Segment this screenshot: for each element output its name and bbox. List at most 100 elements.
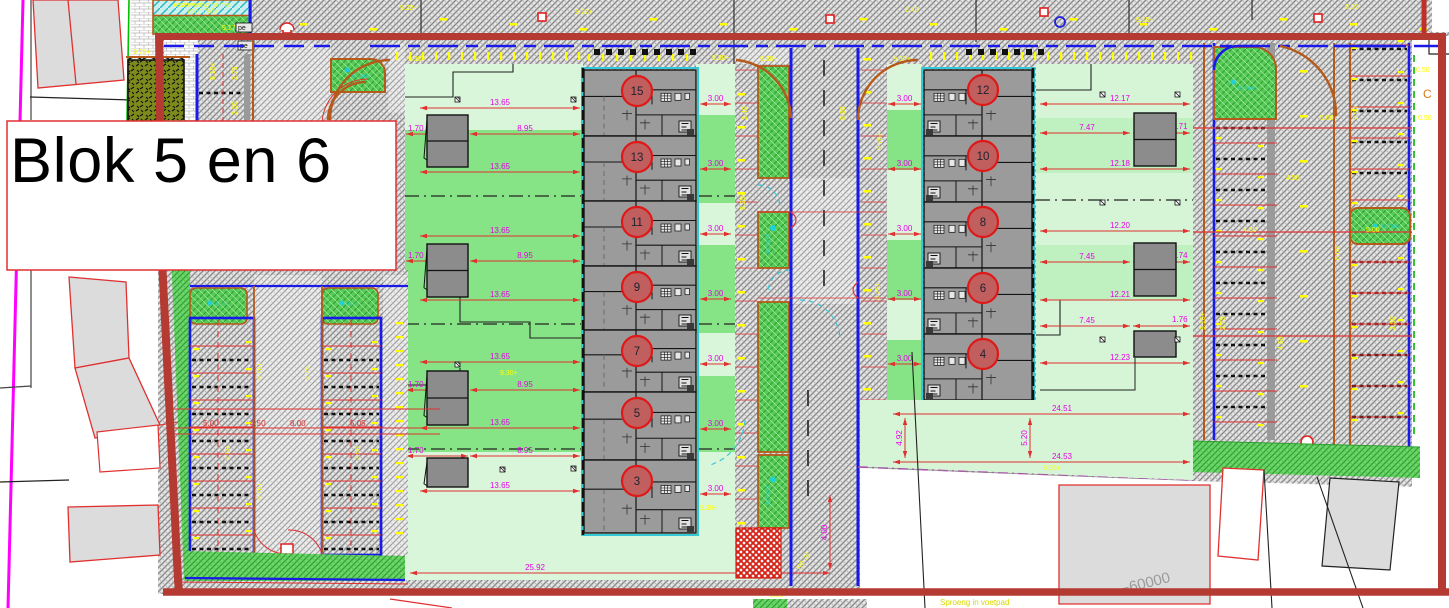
svg-text:2.50: 2.50	[232, 101, 239, 115]
svg-text:12.18: 12.18	[1110, 159, 1131, 168]
svg-text:7: 7	[634, 346, 640, 358]
svg-text:2.75: 2.75	[1220, 316, 1227, 330]
svg-text:9.35+: 9.35+	[1043, 465, 1061, 472]
svg-text:7.45: 7.45	[1079, 252, 1095, 261]
svg-text:9.25+: 9.25+	[875, 282, 882, 300]
svg-text:9.16+: 9.16+	[257, 482, 264, 500]
svg-text:13: 13	[631, 152, 644, 164]
svg-text:2.50: 2.50	[1390, 316, 1397, 330]
svg-text:4: 4	[980, 349, 987, 361]
svg-text:9.25+: 9.25+	[740, 192, 747, 210]
svg-text:3.00: 3.00	[897, 354, 913, 363]
svg-text:5.20: 5.20	[1020, 430, 1029, 446]
svg-text:1.70: 1.70	[408, 446, 424, 455]
svg-text:24.51: 24.51	[1052, 404, 1073, 413]
svg-text:3.00: 3.00	[708, 354, 724, 363]
svg-text:12.21: 12.21	[1110, 290, 1131, 299]
svg-text:9.16+: 9.16+	[210, 62, 217, 80]
svg-text:3.00: 3.00	[897, 159, 913, 168]
svg-text:Accent: Accent	[765, 234, 772, 254]
svg-text:2.50: 2.50	[225, 446, 232, 460]
svg-text:1.70: 1.70	[408, 251, 424, 260]
svg-text:13.65: 13.65	[490, 226, 511, 235]
svg-text:3.00: 3.00	[897, 94, 913, 103]
svg-text:5.00: 5.00	[1320, 115, 1334, 122]
svg-text:9.38+: 9.38+	[700, 505, 718, 512]
svg-text:12.23: 12.23	[1110, 353, 1131, 362]
svg-text:9.30+: 9.30+	[893, 56, 911, 63]
svg-text:3.00: 3.00	[708, 94, 724, 103]
svg-text:9.30+: 9.30+	[712, 55, 730, 62]
svg-text:4.92: 4.92	[895, 430, 904, 446]
svg-text:5.05: 5.05	[350, 419, 366, 428]
svg-text:2.50: 2.50	[355, 446, 362, 460]
svg-text:2.50: 2.50	[1353, 106, 1360, 120]
svg-text:4.50: 4.50	[1278, 336, 1285, 350]
svg-text:3.00: 3.00	[708, 289, 724, 298]
svg-text:5.00: 5.00	[203, 419, 219, 428]
svg-text:3.00: 3.00	[708, 419, 724, 428]
svg-text:13.65: 13.65	[490, 98, 511, 107]
svg-text:12.20: 12.20	[1110, 221, 1131, 230]
svg-text:9.15+: 9.15+	[1136, 17, 1154, 24]
svg-text:3.00: 3.00	[708, 224, 724, 233]
svg-text:voor trafo: voor trafo	[187, 9, 217, 16]
svg-text:Accent: Accent	[765, 485, 772, 505]
svg-text:2.40: 2.40	[905, 7, 919, 14]
svg-text:15: 15	[631, 86, 644, 98]
svg-text:1.74: 1.74	[1172, 251, 1188, 260]
svg-text:2.75: 2.75	[232, 66, 239, 80]
svg-text:3.00: 3.00	[708, 159, 724, 168]
svg-text:6: 6	[980, 283, 986, 295]
svg-text:9.30+: 9.30+	[408, 56, 426, 63]
svg-text:9.22+: 9.22+	[400, 5, 418, 12]
svg-text:13.65: 13.65	[490, 162, 511, 171]
svg-text:11: 11	[631, 217, 643, 229]
svg-text:25.92: 25.92	[525, 563, 546, 572]
svg-text:3.00: 3.00	[708, 484, 724, 493]
svg-text:8.95: 8.95	[517, 380, 533, 389]
svg-text:Groen: Groen	[1382, 224, 1399, 230]
svg-text:9.22+: 9.22+	[575, 9, 593, 16]
svg-text:8.95: 8.95	[517, 124, 533, 133]
svg-text:8.95: 8.95	[517, 446, 533, 455]
svg-text:8: 8	[980, 217, 986, 229]
svg-text:Groen: Groen	[352, 74, 369, 80]
svg-text:8.00: 8.00	[290, 419, 306, 428]
svg-text:0.50: 0.50	[1418, 115, 1432, 122]
svg-text:7.45: 7.45	[1079, 316, 1095, 325]
svg-text:7.47: 7.47	[1079, 123, 1095, 132]
svg-text:13.65: 13.65	[490, 290, 511, 299]
svg-text:C: C	[1423, 87, 1432, 101]
svg-text:9.26+: 9.26+	[877, 132, 884, 150]
svg-text:5.50: 5.50	[840, 106, 847, 120]
svg-text:9.16+: 9.16+	[1200, 312, 1207, 330]
svg-text:6.00: 6.00	[1335, 246, 1342, 260]
svg-text:13.65: 13.65	[490, 481, 511, 490]
svg-text:4.50: 4.50	[250, 419, 266, 428]
svg-text:9.30+: 9.30+	[760, 56, 778, 63]
svg-text:9.16+: 9.16+	[257, 362, 264, 380]
svg-text:1.71: 1.71	[1172, 122, 1188, 131]
svg-text:12: 12	[977, 85, 990, 97]
svg-text:Sproeng in voetpad: Sproeng in voetpad	[940, 598, 1009, 607]
svg-text:2.40: 2.40	[742, 106, 749, 120]
svg-text:3: 3	[634, 476, 640, 488]
svg-text:4.00: 4.00	[820, 524, 829, 540]
svg-text:Gro: Gro	[216, 302, 227, 308]
svg-text:24.53: 24.53	[1052, 452, 1073, 461]
svg-text:4.50: 4.50	[1286, 175, 1300, 182]
svg-text:9: 9	[634, 282, 640, 294]
svg-text:2.75: 2.75	[305, 366, 312, 380]
svg-text:Blok 5 en 6: Blok 5 en 6	[10, 126, 332, 196]
svg-text:9.17+: 9.17+	[222, 25, 240, 32]
svg-text:8.05: 8.05	[1345, 4, 1359, 11]
svg-text:5.00: 5.00	[1366, 227, 1380, 234]
svg-text:1.70: 1.70	[408, 124, 424, 133]
svg-text:13.65: 13.65	[490, 352, 511, 361]
svg-text:1.76: 1.76	[1172, 315, 1188, 324]
svg-text:13.65: 13.65	[490, 418, 511, 427]
svg-text:1.70: 1.70	[408, 380, 424, 389]
svg-text:pe: pe	[238, 25, 246, 32]
svg-text:reservering ruimte: reservering ruimte	[174, 2, 231, 9]
